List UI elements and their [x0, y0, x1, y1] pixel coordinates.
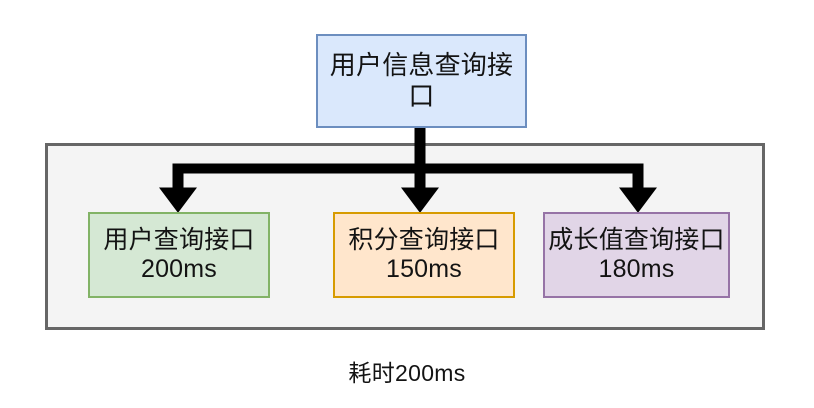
node-label: 积分查询接口: [348, 225, 500, 254]
node-latency: 200ms: [140, 255, 218, 283]
node-label: 用户查询接口: [103, 225, 255, 254]
node-points-query-interface[interactable]: 积分查询接口 150ms: [333, 212, 515, 298]
root-node-label: 用户信息查询接口: [329, 50, 514, 111]
node-latency: 180ms: [598, 255, 675, 283]
node-latency: 150ms: [385, 255, 463, 283]
root-node-user-info-query[interactable]: 用户信息查询接口: [316, 34, 527, 128]
node-user-query-interface[interactable]: 用户查询接口 200ms: [88, 212, 270, 298]
diagram-caption: 耗时200ms: [348, 360, 466, 386]
node-label: 成长值查询接口: [548, 225, 725, 254]
node-growth-query-interface[interactable]: 成长值查询接口 180ms: [543, 212, 730, 298]
